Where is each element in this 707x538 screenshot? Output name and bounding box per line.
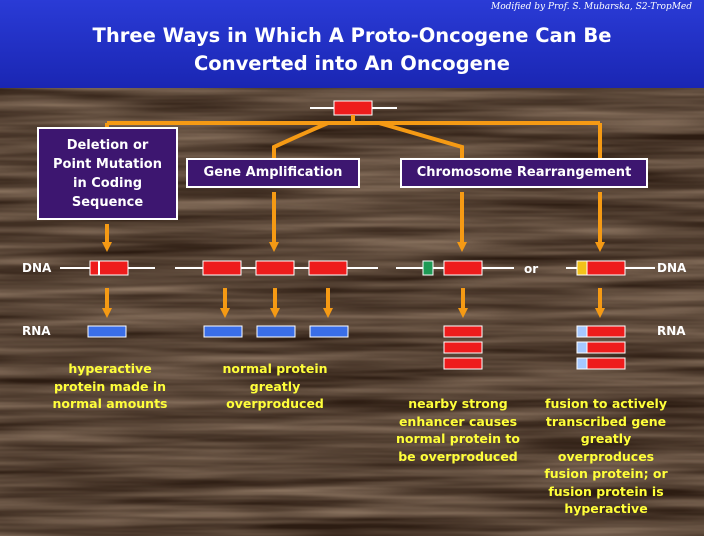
fusion-gene	[586, 260, 626, 276]
box-line: in Coding	[72, 176, 143, 191]
rna-enhancer-2	[443, 341, 483, 354]
text-line: hyperactive	[68, 361, 152, 376]
dna-label-left: DNA	[22, 261, 52, 275]
rna-mutant	[87, 325, 127, 338]
mutated-gene	[89, 260, 129, 276]
or-label: or	[524, 262, 539, 276]
hyperactive-protein-text: hyperactive protein made in normal amoun…	[45, 360, 175, 413]
text-line: overproduced	[226, 396, 324, 411]
rna-products	[87, 325, 626, 370]
text-line: transcribed gene	[545, 413, 667, 429]
text-line: protein made in	[53, 378, 167, 394]
text-line: overproduces	[557, 448, 655, 464]
text-line: greatly	[249, 378, 301, 394]
deletion-point-mutation-box: Deletion or Point Mutation in Coding Seq…	[37, 127, 178, 220]
text-line: greatly	[580, 431, 632, 446]
text-line: enhancer causes	[398, 413, 518, 429]
amplified-gene-2	[255, 260, 295, 276]
text-line: be overproduced	[398, 448, 518, 464]
title-bar: Modified by Prof. S. Mubarska, S2-TropMe…	[0, 0, 704, 88]
arrows-to-dna	[102, 192, 605, 252]
rna-enhancer-1	[443, 325, 483, 338]
box-line: Point Mutation	[53, 157, 162, 172]
text-line: fusion protein is	[548, 483, 664, 499]
branch-lines	[105, 115, 602, 158]
rna-fusion-3	[576, 357, 626, 370]
rna-fusion-1	[576, 325, 626, 338]
arrows-to-rna	[102, 288, 605, 318]
rna-amplified-2	[256, 325, 296, 338]
enhancer-element	[422, 260, 434, 276]
dna-genes	[89, 260, 626, 276]
rna-amplified-3	[309, 325, 349, 338]
normal-protein-overproduced-text: normal protein greatly overproduced	[205, 360, 345, 413]
gene-amplification-box: Gene Amplification	[186, 158, 360, 188]
amplified-gene-1	[202, 260, 242, 276]
credit-note: Modified by Prof. S. Mubarska, S2-TropMe…	[490, 2, 692, 12]
rna-label-left: RNA	[22, 324, 51, 338]
rna-label-right: RNA	[657, 324, 686, 338]
text-line: fusion to actively	[545, 396, 667, 411]
rna-amplified-1	[203, 325, 243, 338]
slide-title-line-1: Three Ways in Which A Proto-Oncogene Can…	[92, 24, 612, 47]
text-line: hyperactive	[564, 501, 648, 516]
box-line: Deletion or	[66, 138, 149, 153]
rearranged-gene	[443, 260, 483, 276]
proto-oncogene	[310, 100, 397, 116]
box-line: Sequence	[71, 195, 144, 210]
enhancer-text: nearby strong enhancer causes normal pro…	[388, 395, 528, 465]
slide-title-line-2: Converted into An Oncogene	[194, 52, 510, 75]
rna-fusion-2	[576, 341, 626, 354]
text-line: nearby strong	[408, 396, 508, 411]
rna-enhancer-3	[443, 357, 483, 370]
text-line: normal protein to	[396, 431, 520, 446]
text-line: normal amounts	[52, 396, 168, 411]
text-line: normal protein	[222, 361, 328, 376]
dna-label-right: DNA	[657, 261, 687, 275]
fusion-protein-text: fusion to actively transcribed gene grea…	[538, 395, 674, 518]
text-line: fusion protein; or	[544, 466, 668, 481]
fusion-partner	[576, 260, 588, 276]
amplified-gene-3	[308, 260, 348, 276]
chromosome-rearrangement-box: Chromosome Rearrangement	[400, 158, 648, 188]
